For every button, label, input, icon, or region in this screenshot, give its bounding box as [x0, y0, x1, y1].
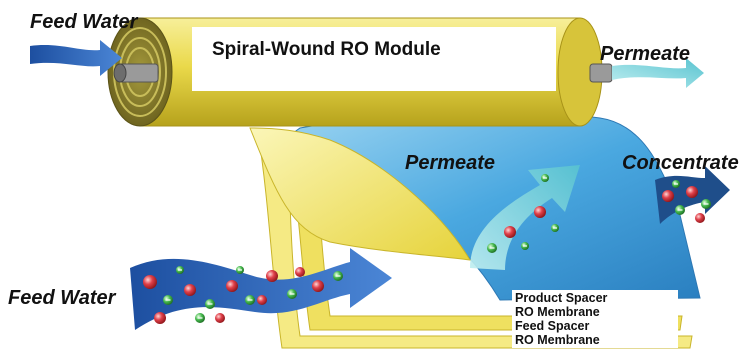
permeate-top-label: Permeate	[600, 43, 690, 66]
ion-red-icon	[534, 206, 546, 218]
layer-ro-membrane-1: RO Membrane	[515, 305, 675, 319]
ion-red-icon	[143, 275, 157, 289]
ion-red-icon	[662, 190, 674, 202]
feed-water-bottom-label: Feed Water	[8, 287, 115, 310]
permeate-mid-label: Permeate	[405, 152, 495, 175]
ion-red-icon	[226, 280, 238, 292]
ion-red-icon	[215, 313, 225, 323]
ion-red-icon	[686, 186, 698, 198]
ion-red-icon	[504, 226, 516, 238]
ion-red-icon	[257, 295, 267, 305]
layer-legend: Product Spacer RO Membrane Feed Spacer R…	[512, 290, 678, 348]
module-title-box: Spiral-Wound RO Module	[192, 27, 556, 91]
ion-red-icon	[184, 284, 196, 296]
ion-red-icon	[154, 312, 166, 324]
ion-red-icon	[312, 280, 324, 292]
ion-red-icon	[695, 213, 705, 223]
concentrate-label: Concentrate	[622, 152, 739, 175]
permeate-tube-right	[590, 64, 612, 82]
ion-red-icon	[295, 267, 305, 277]
ion-red-icon	[266, 270, 278, 282]
module-title: Spiral-Wound RO Module	[212, 39, 441, 61]
feed-water-top-label: Feed Water	[30, 11, 137, 34]
layer-feed-spacer: Feed Spacer	[515, 319, 675, 333]
layer-product-spacer: Product Spacer	[515, 291, 675, 305]
layer-ro-membrane-2: RO Membrane	[515, 333, 675, 347]
